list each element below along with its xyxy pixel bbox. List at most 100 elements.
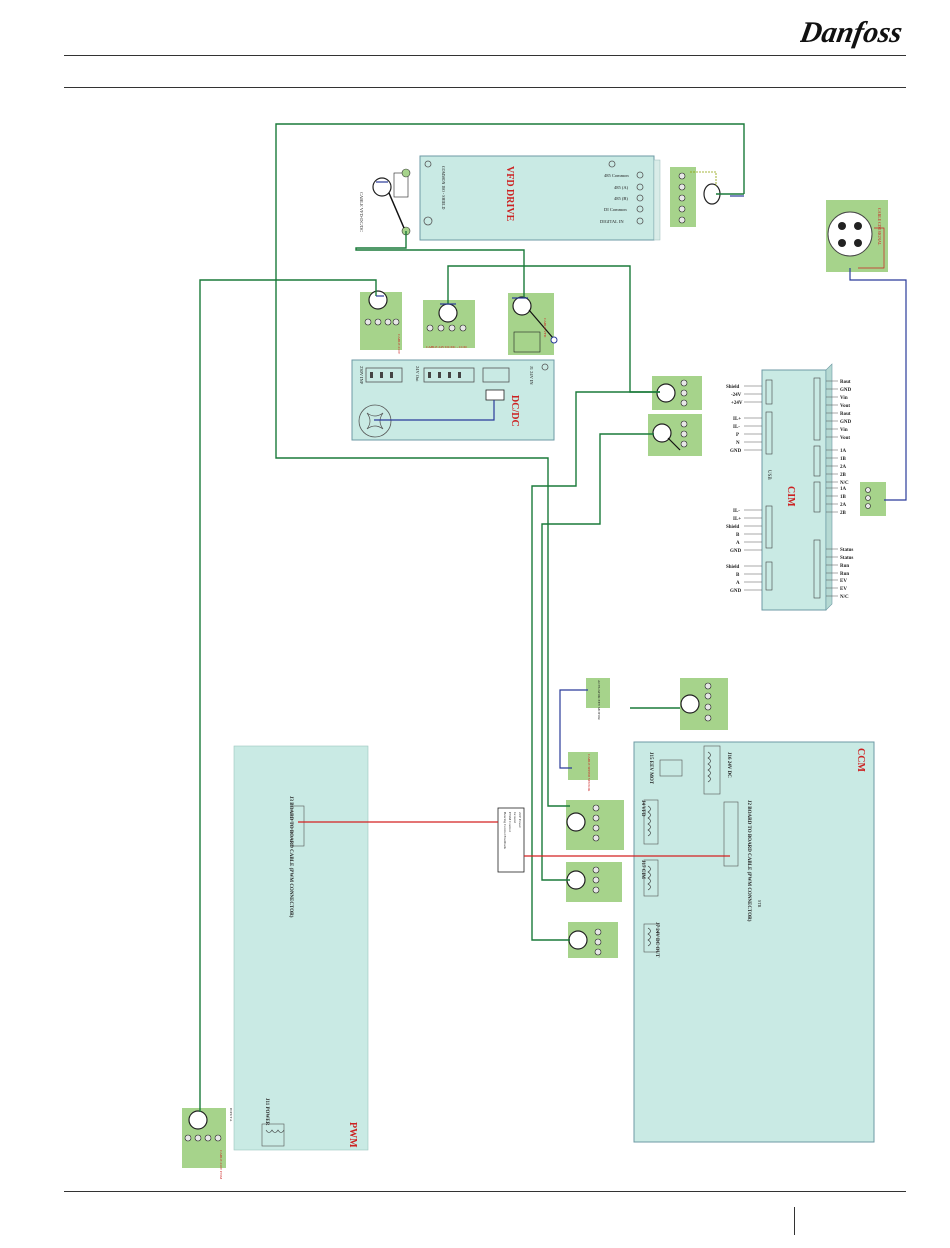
vfd-terminal-5: DIGITAL IN	[600, 219, 624, 224]
cim-pin-r13: N/C	[840, 481, 849, 486]
vfd-drive-panel: VFD DRIVE COMMON ISO - SHIELD 485 Common…	[419, 155, 661, 241]
footer-divider	[794, 1207, 795, 1235]
vfd-terminal-3: 485 (B)	[614, 196, 628, 201]
conn-label-24v: CABLE 24V DC/DC - CCM	[426, 345, 467, 349]
cim-pin-l12: B	[736, 533, 740, 538]
ccm-stb: STB	[757, 900, 762, 908]
actuator-eev-connector: ACTUATOR EEV MOTOR	[586, 678, 610, 720]
vfd-title: VFD DRIVE	[504, 166, 515, 222]
cim-pin-l3: +24V	[731, 401, 743, 406]
cim-pin-l1: Shield	[726, 385, 740, 390]
dcdc-j1-label: J1 24V IN	[529, 366, 534, 385]
vfd-right-connector	[670, 167, 721, 227]
top-right-circle-label: CABLE CIM SIGNAL	[877, 208, 882, 246]
pwm-cable-label: CABLE 230V PWM	[219, 1150, 223, 1180]
cim-pin-l7: N	[736, 441, 740, 446]
bearing-label: CABLE SPEED SENSOR	[587, 754, 591, 792]
conn-label-230v: CABLE 230V	[397, 334, 401, 355]
pwm-input-label: INPUT A	[229, 1108, 233, 1122]
blue-wires	[374, 181, 907, 769]
cim-right-pin-labels: Rout GND Vin Vout Rout GND Vin Vout 1A 1…	[840, 380, 853, 600]
cim-pin-r19: Status	[840, 556, 853, 561]
cim-pin-r23: EV	[840, 587, 847, 592]
footer-rule	[64, 1191, 906, 1192]
ccm-j15: J15 EEV MOT	[648, 752, 653, 785]
ccm-j17: J17 CIM	[640, 860, 645, 879]
signal-legend-box: 24V Power Ground PWM Control Bearing Con…	[497, 807, 525, 873]
dcdc-24v-label: 24V Out	[415, 366, 420, 382]
danfoss-logo: Danfoss	[796, 12, 910, 52]
pwm-power-connector: CABLE 230V PWM INPUT A	[182, 1108, 233, 1180]
ccm-j4: J4 VFD	[640, 800, 645, 817]
cim-pin-l13: A	[736, 541, 740, 546]
cim-pin-l10: IL+	[733, 517, 741, 522]
dcdc-connector-230v: CABLE 230V	[360, 290, 402, 355]
cim-pin-r24: N/C	[840, 595, 849, 600]
header-rule-bottom	[64, 87, 906, 88]
cim-pin-leads	[744, 380, 838, 597]
dcdc-230v-label: 230V INP	[359, 366, 364, 385]
legend-line-2: Ground	[513, 812, 517, 823]
cim-pin-l2: -24V	[731, 393, 742, 398]
pwm-panel: PWM J3 BOARD TO BOARD CABLE (PWM CONNECT…	[233, 745, 369, 1151]
dcdc-title: DC/DC	[509, 395, 520, 427]
green-wires	[199, 123, 745, 1112]
legend-line-4: Bearing Control Feedback	[503, 812, 507, 849]
legend-line-1: 24V Power	[518, 812, 522, 829]
cim-pin-r18: Status	[840, 548, 853, 553]
brand-logotype: Danfoss	[800, 15, 905, 49]
cim-pin-l18: GND	[730, 589, 742, 594]
conn-label-vfd: CABLE VFD	[543, 318, 547, 338]
dcdc-connector-vfd: CABLE VFD	[508, 293, 558, 355]
ccm-j7: J7 24V DC OUT	[654, 922, 659, 958]
cim-pin-l4: IL+	[733, 417, 741, 422]
cim-pin-r9: 1A	[840, 449, 847, 454]
vfd-terminal-1: 485 Common	[604, 173, 629, 178]
cim-pin-r7: Vin	[840, 428, 848, 433]
cim-pin-r1: Rout	[840, 380, 851, 385]
ccm-j2: J2 BOARD TO BOARD CABLE (PWM CONNECTOR)	[746, 800, 751, 922]
cim-pin-r3: Vin	[840, 396, 848, 401]
cim-pin-l17: A	[736, 581, 740, 586]
pwm-j3: J3 BOARD TO BOARD CABLE (PWM CONNECTOR)	[288, 796, 293, 918]
actuator-label: ACTUATOR EEV MOTOR	[597, 680, 601, 720]
cim-pin-r2: GND	[840, 388, 852, 393]
ccm-title: CCM	[855, 748, 866, 772]
cim-pin-r8: Vout	[840, 436, 850, 441]
cim-pin-r4: Vout	[840, 404, 850, 409]
cim-pin-r17: 2B	[840, 511, 847, 516]
cim-pin-l15: Shield	[726, 565, 740, 570]
vfd-terminal-screws	[423, 160, 644, 226]
ccm-24v-connector	[568, 922, 618, 958]
cim-pin-r14: 1A	[840, 487, 847, 492]
cim-pin-l9: IL-	[733, 509, 740, 514]
cim-pin-r20: Run	[840, 564, 849, 569]
speed-sensor-connector: CABLE SPEED SENSOR	[568, 752, 598, 792]
ccm-cim-connector	[566, 862, 622, 902]
ccm-panel: CCM J16 24V DC J15 EEV MOT J4 VFD J17 CI…	[633, 741, 875, 1143]
pwm-j11: J11 POWER	[264, 1098, 269, 1126]
cim-pin-r22: EV	[840, 579, 847, 584]
legend-line-3: PWM Control	[508, 812, 512, 832]
cim-pin-l14: GND	[730, 549, 742, 554]
ccm-top-connector	[680, 678, 728, 730]
vfd-cable-label: CABLE VFD-DC/DC	[359, 192, 364, 232]
cim-pin-r21: Run	[840, 572, 849, 577]
ccm-headers	[643, 745, 739, 953]
cim-pin-r5: Rout	[840, 412, 851, 417]
dcdc-terminal-marks	[370, 372, 461, 378]
cim-pin-r6: GND	[840, 420, 852, 425]
cim-pin-r16: 2A	[840, 503, 847, 508]
cim-pin-r15: 1B	[840, 495, 847, 500]
vfd-terminal-labels: 485 Common 485 (A) 485 (B) DI Common DIG…	[600, 173, 629, 224]
cim-signal-connector: CABLE CIM SIGNAL	[826, 200, 888, 272]
cim-title: CIM	[785, 486, 796, 507]
cim-pin-l5: IL-	[733, 425, 740, 430]
ccm-vfd-connector	[566, 800, 624, 850]
cim-pin-r11: 2A	[840, 465, 847, 470]
cim-left-pin-labels: Shield -24V +24V IL+ IL- P N GND IL- IL+…	[726, 385, 743, 594]
vfd-terminal-2: 485 (A)	[614, 185, 629, 190]
pwm-title: PWM	[347, 1122, 358, 1148]
cim-pin-l8: GND	[730, 449, 742, 454]
